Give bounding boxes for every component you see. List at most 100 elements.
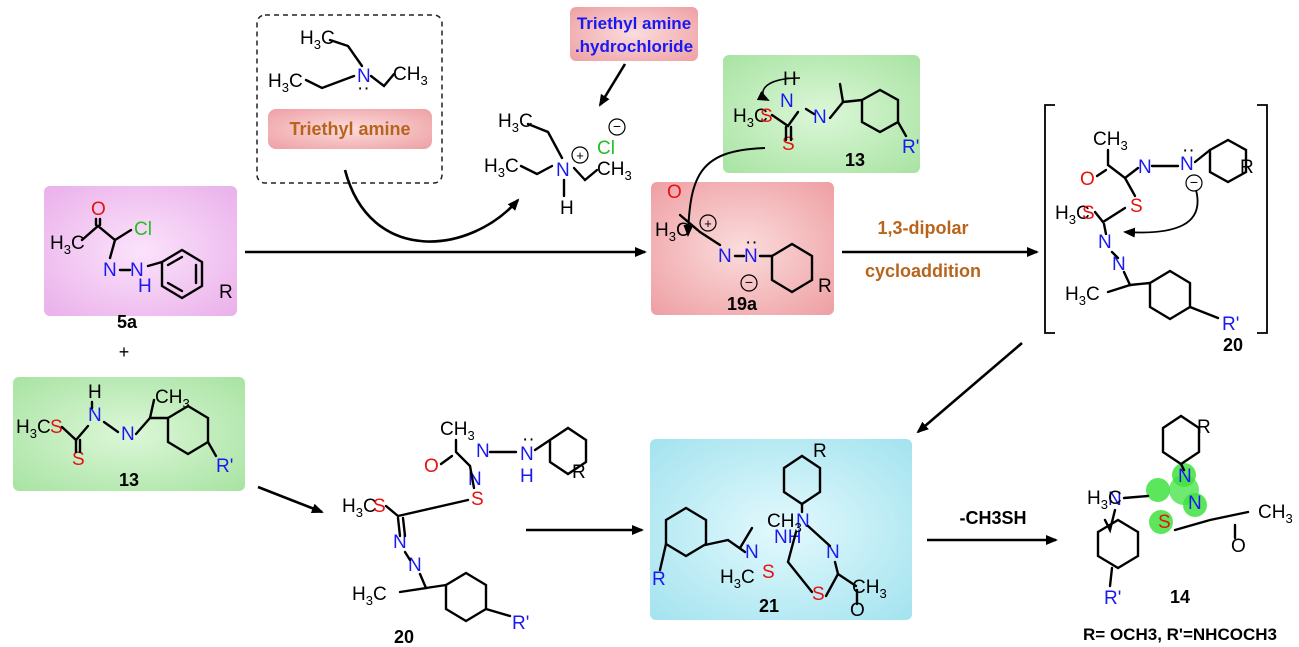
bracket-right [1257, 104, 1268, 334]
svg-text:O: O [667, 182, 682, 203]
svg-text:H: H [783, 69, 797, 90]
svg-text:+: + [704, 216, 712, 231]
svg-text:S: S [762, 562, 775, 583]
svg-text:R: R [813, 441, 827, 462]
compound-21-structure: R N N NH CH3 N S H3C S CH3 O R [652, 441, 887, 621]
svg-text:N: N [745, 542, 759, 563]
svg-text:NH: NH [774, 527, 801, 548]
compound-20-bottom-structure: CH3 O N N N ·· H R S H3C S N N H3C R' [342, 419, 588, 634]
svg-text:N: N [1112, 254, 1126, 275]
svg-text:O: O [1080, 169, 1095, 190]
svg-text:N: N [1098, 232, 1112, 253]
svg-text:S: S [1130, 196, 1143, 217]
triethylamine-label: Triethyl amine [289, 119, 410, 139]
svg-text:O: O [1231, 536, 1246, 557]
compound-14-structure: R N N S N H3C CH3 O R' [1087, 414, 1293, 609]
svg-text:··: ·· [1182, 140, 1195, 161]
svg-text:R: R [572, 462, 586, 483]
label-20-bottom: 20 [394, 627, 414, 647]
svg-text:−: − [613, 118, 621, 134]
svg-text:N: N [130, 260, 144, 281]
svg-text:−: − [745, 274, 753, 290]
label-13-left: 13 [119, 470, 139, 490]
svg-text:N: N [826, 542, 840, 563]
triethylammonium-chloride-structure: H3C H3C N H CH3 Cl + − [484, 111, 632, 219]
compound-20-bracket-structure: CH3 O N N ·· − S H3C S N N H3C R R' [1055, 129, 1254, 335]
hydrochloride-label-line2: .hydrochloride [575, 37, 693, 56]
triethylamine-label-bg [268, 109, 432, 149]
svg-text:N: N [744, 246, 758, 267]
svg-text:H: H [520, 466, 534, 487]
svg-text:N: N [718, 246, 732, 267]
compound-5a-box [44, 186, 237, 316]
bracket-left [1044, 104, 1055, 334]
label-13-top: 13 [845, 150, 865, 170]
compound-21-box [650, 439, 912, 620]
label-21: 21 [759, 596, 779, 616]
svg-text:N: N [556, 160, 570, 181]
svg-text:R': R' [1222, 314, 1239, 335]
svg-text:H3C: H3C [655, 220, 690, 244]
compound-13-top-box [723, 55, 920, 173]
svg-text:O: O [850, 600, 865, 621]
compound-13-top-structure: N H N H3C S S R' [733, 69, 919, 158]
svg-text:N: N [1180, 154, 1194, 175]
svg-text:H3C: H3C [268, 71, 303, 95]
svg-text:N: N [121, 424, 135, 445]
compound-19a-structure: O H3C N N ·· + − R [655, 182, 832, 297]
svg-text:N: N [357, 66, 371, 87]
svg-text:R': R' [512, 613, 529, 634]
label-5a: 5a [117, 312, 138, 332]
svg-text:S: S [1158, 512, 1171, 533]
svg-text:O: O [424, 456, 439, 477]
hydrochloride-label-line1: Triethyl amine [577, 14, 691, 33]
svg-text:N: N [1138, 157, 1152, 178]
svg-text:−: − [1190, 174, 1198, 190]
svg-text:N: N [88, 405, 102, 426]
svg-text:CH3: CH3 [1093, 129, 1128, 153]
svg-text:N: N [813, 107, 827, 128]
svg-text:S: S [760, 106, 773, 127]
svg-text:R: R [818, 276, 832, 297]
svg-text:··: ·· [522, 429, 535, 450]
svg-text:N: N [1178, 466, 1192, 487]
svg-text:R: R [219, 282, 233, 303]
svg-text:H3C: H3C [342, 496, 377, 520]
svg-text:CH3: CH3 [393, 64, 428, 88]
svg-text:S: S [1082, 203, 1095, 224]
compound-19a-box [651, 182, 834, 315]
svg-text:S: S [471, 489, 484, 510]
svg-text:H3C: H3C [484, 156, 519, 180]
svg-text:R': R' [1104, 588, 1121, 609]
svg-text:R: R [1197, 417, 1211, 438]
elimination-label: -CH3SH [959, 508, 1026, 528]
compound-13-left-structure: H3C S S H N N CH3 R' [16, 382, 233, 477]
svg-text:CH3: CH3 [1258, 502, 1293, 526]
svg-text:N: N [103, 260, 117, 281]
svg-text:N: N [1108, 489, 1122, 510]
svg-text:H3C: H3C [733, 106, 768, 130]
svg-text:S: S [72, 449, 85, 470]
label-14: 14 [1170, 587, 1190, 607]
label-20-bracket: 20 [1223, 335, 1243, 355]
svg-text:N: N [780, 91, 794, 112]
svg-text:CH3: CH3 [440, 419, 475, 443]
svg-text:··: ·· [357, 78, 370, 99]
svg-text:O: O [91, 199, 106, 220]
svg-text:R': R' [216, 456, 233, 477]
svg-text:+: + [576, 148, 584, 163]
svg-text:N: N [408, 555, 422, 576]
svg-text:S: S [812, 584, 825, 605]
hydrochloride-arrow [598, 63, 627, 107]
svg-text:S: S [782, 134, 795, 155]
plus-sign: + [119, 342, 130, 362]
svg-text:H3C: H3C [1065, 284, 1100, 308]
svg-text:R': R' [902, 137, 919, 158]
svg-text:··: ·· [745, 232, 758, 253]
svg-text:H3C: H3C [352, 584, 387, 608]
svg-text:H: H [560, 198, 574, 219]
svg-text:H: H [138, 276, 152, 297]
svg-text:N: N [796, 511, 810, 532]
substituent-footnote: R= OCH3, R'=NHCOCH3 [1083, 625, 1277, 644]
